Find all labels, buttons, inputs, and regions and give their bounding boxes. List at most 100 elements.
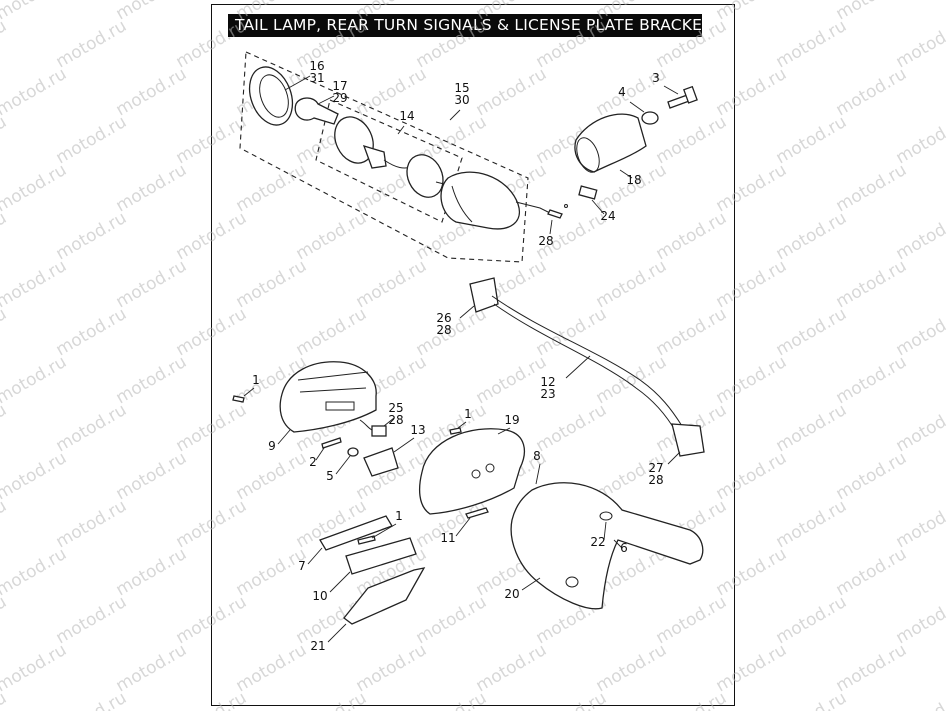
- callout-c11: 11: [440, 517, 471, 545]
- watermark-text: motod.ru: [713, 160, 791, 216]
- callout-number: 13: [410, 423, 425, 437]
- watermark-text: motod.ru: [113, 448, 191, 504]
- lens-part-16: [248, 66, 294, 126]
- watermark-text: motod.ru: [653, 592, 731, 648]
- watermark-text: motod.ru: [0, 16, 10, 72]
- callout-c7: 7: [298, 547, 323, 573]
- callout-c1b: 1: [457, 407, 472, 429]
- screw-part-1c: [357, 535, 376, 545]
- screw-part-1a: [232, 395, 245, 403]
- watermark-text: motod.ru: [773, 496, 851, 552]
- callout-number: 3: [652, 71, 660, 85]
- watermark-text: motod.ru: [413, 592, 491, 648]
- callout-number: 1: [464, 407, 472, 421]
- tail-lamp-base-9: [279, 361, 377, 433]
- watermark-text: motod.ru: [893, 16, 948, 72]
- callout-leader-line: [457, 421, 467, 429]
- watermark-text: motod.ru: [53, 304, 131, 360]
- callout-c19: 19: [497, 413, 520, 435]
- grommet-part-5: [347, 447, 359, 457]
- callout-c3: 3: [652, 71, 679, 95]
- watermark-text: motod.ru: [53, 688, 131, 711]
- callout-c6: 6: [613, 539, 628, 555]
- watermark-text: motod.ru: [833, 352, 911, 408]
- watermark-text: motod.ru: [0, 400, 10, 456]
- callout-number: 8: [533, 449, 541, 463]
- watermark-text: motod.ru: [0, 688, 10, 711]
- callout-c21: 21: [310, 623, 347, 653]
- watermark-text: motod.ru: [173, 688, 251, 711]
- watermark-text: motod.ru: [533, 688, 611, 711]
- watermark-text: motod.ru: [53, 16, 131, 72]
- callout-number: 4: [618, 85, 626, 99]
- callout-leader-line: [591, 199, 605, 215]
- callout-number: 30: [454, 93, 469, 107]
- watermark-text: motod.ru: [413, 16, 491, 72]
- callout-leader-line: [284, 75, 311, 91]
- watermark-text: motod.ru: [293, 208, 371, 264]
- plate-backing-10: [345, 537, 417, 575]
- watermark-text: motod.ru: [113, 0, 191, 24]
- watermark-text: motod.ru: [893, 592, 948, 648]
- watermark-text: motod.ru: [593, 352, 671, 408]
- clip-part-11: [465, 507, 489, 519]
- watermark-text: motod.ru: [173, 112, 251, 168]
- callout-leader-line: [329, 571, 351, 593]
- callout-layer: 1631172915301434182428262812232728192528…: [243, 59, 681, 653]
- watermark-text: motod.ru: [713, 448, 791, 504]
- callout-number: 21: [310, 639, 325, 653]
- callout-leader-line: [497, 427, 511, 435]
- watermark-text: motod.ru: [233, 160, 311, 216]
- callout-leader-line: [449, 109, 461, 121]
- watermark-text: motod.ru: [353, 256, 431, 312]
- callout-number: 9: [268, 439, 276, 453]
- watermark-text: motod.ru: [293, 688, 371, 711]
- watermark-text: motod.ru: [833, 448, 911, 504]
- watermark-text: motod.ru: [833, 256, 911, 312]
- turn-signal-housing-15: [440, 171, 520, 230]
- watermark-text: motod.ru: [173, 208, 251, 264]
- callout-number: 17: [332, 79, 347, 93]
- diagram-title: TAIL LAMP, REAR TURN SIGNALS & LICENSE P…: [235, 16, 712, 34]
- callout-number: 27: [648, 461, 663, 475]
- watermark-text: motod.ru: [833, 160, 911, 216]
- watermark-text: motod.ru: [653, 304, 731, 360]
- watermark-text: motod.ru: [353, 64, 431, 120]
- callout-leader-line: [277, 429, 291, 445]
- watermark-text: motod.ru: [0, 592, 10, 648]
- watermark-text: motod.ru: [893, 304, 948, 360]
- watermark-text: motod.ru: [653, 688, 731, 711]
- watermark-text: motod.ru: [353, 0, 431, 24]
- watermark-text: motod.ru: [533, 304, 611, 360]
- watermark-text: motod.ru: [713, 0, 791, 24]
- watermark-text: motod.ru: [53, 208, 131, 264]
- callout-leader-line: [663, 85, 679, 95]
- wire-part-25: [359, 419, 373, 431]
- watermark-text: motod.ru: [0, 352, 70, 408]
- callout-number: 20: [504, 587, 519, 601]
- watermark-text: motod.ru: [293, 16, 371, 72]
- watermark-text: motod.ru: [533, 16, 611, 72]
- bulb-part-17: [294, 97, 339, 125]
- mounting-pad-21: [343, 567, 426, 625]
- callout-number: 1: [252, 373, 260, 387]
- callout-c13: 13: [393, 423, 426, 453]
- callout-leader-line: [603, 521, 607, 541]
- watermark-text: motod.ru: [593, 256, 671, 312]
- connector-part-25: [371, 425, 387, 437]
- callout-leader-line: [521, 577, 541, 591]
- watermark-text: motod.ru: [113, 160, 191, 216]
- watermark-text: motod.ru: [53, 400, 131, 456]
- callout-leader-line: [667, 451, 681, 465]
- watermark-text: motod.ru: [773, 112, 851, 168]
- callout-leader-line: [371, 523, 397, 539]
- watermark-text: motod.ru: [773, 592, 851, 648]
- callout-number: 14: [399, 109, 414, 123]
- bolt-part-3: [667, 85, 698, 109]
- callout-number: 1: [395, 509, 403, 523]
